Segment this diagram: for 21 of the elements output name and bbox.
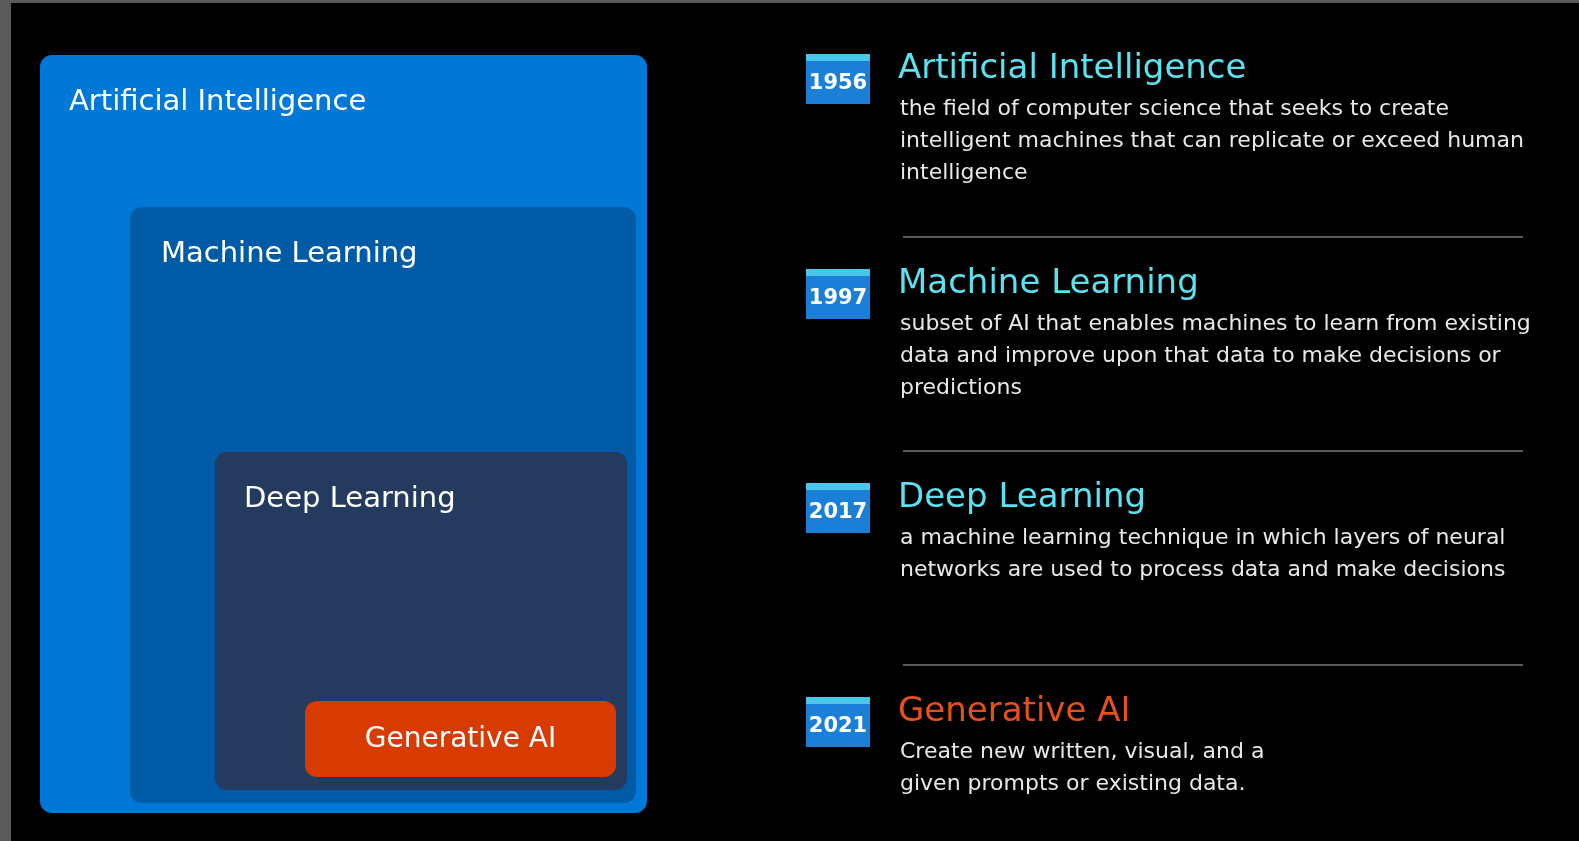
nested-box — [215, 452, 627, 790]
section-heading: Machine Learning — [898, 261, 1199, 301]
description-text: given prompts or existing data. — [900, 769, 1247, 797]
year-badge: 2017 — [806, 483, 870, 533]
section-heading: Artificial Intelligence — [898, 46, 1247, 86]
description-text: subset of AI that enables machines to learn from existing data and improve upon that data to make decisions or predictions — [900, 309, 1532, 401]
year-badge: 1956 — [806, 54, 870, 104]
description-text: Create new written, visual, and a — [900, 737, 1266, 765]
box-title: Generative AI — [363, 721, 558, 754]
year-badge: 2021 — [806, 697, 870, 747]
box-title: Artificial Intelligence — [69, 83, 367, 117]
nested-box — [130, 207, 636, 803]
section-heading: Deep Learning — [898, 475, 1146, 515]
section-heading: Generative AI — [898, 689, 1131, 729]
description-text: a machine learning technique in which layers of neural networks are used to process data and make decisions — [900, 523, 1507, 583]
year-badge: 1997 — [806, 269, 870, 319]
highlight-box — [305, 701, 616, 777]
box-title: Deep Learning — [244, 480, 456, 514]
description-text: the field of computer science that seeks to create intelligent machines that can replicate or exceed human intelligence — [900, 94, 1525, 186]
outer-box — [40, 55, 647, 813]
box-title: Machine Learning — [161, 235, 418, 269]
